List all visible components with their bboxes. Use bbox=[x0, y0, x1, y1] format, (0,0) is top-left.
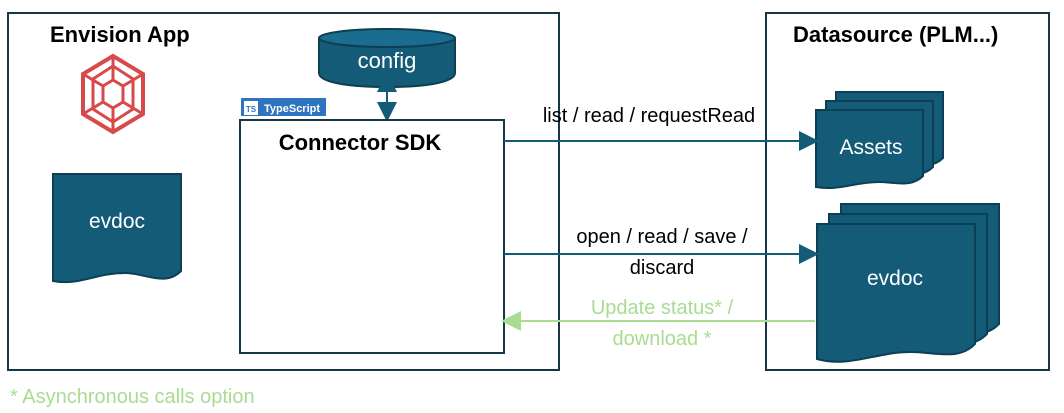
assets-label: Assets bbox=[839, 136, 902, 159]
local-evdoc-document bbox=[52, 173, 182, 284]
config-label: config bbox=[358, 48, 417, 73]
assets-document-stack: Assets bbox=[815, 91, 944, 189]
evdoc-call-label-line1: open / read / save / bbox=[576, 226, 748, 248]
async-call-label-line2: download * bbox=[613, 328, 712, 350]
typescript-badge: TS TypeScript bbox=[241, 98, 326, 116]
datasource-title: Datasource (PLM...) bbox=[793, 22, 998, 47]
connector-sdk-box bbox=[239, 119, 505, 354]
assets-call-label: list / read / requestRead bbox=[543, 105, 755, 127]
footnote: * Asynchronous calls option bbox=[10, 386, 255, 408]
remote-evdoc-document-stack: evdoc bbox=[816, 203, 1000, 363]
async-call-label-line1: Update status* / bbox=[591, 297, 734, 319]
envision-app-title: Envision App bbox=[50, 22, 190, 47]
config-database: config bbox=[318, 28, 456, 89]
envision-logo-icon bbox=[81, 53, 145, 135]
typescript-badge-icon-text: TS bbox=[246, 105, 257, 114]
connector-sdk-title: Connector SDK bbox=[279, 130, 442, 155]
typescript-badge-text: TypeScript bbox=[264, 103, 320, 115]
remote-evdoc-label: evdoc bbox=[867, 267, 923, 290]
local-evdoc-label: evdoc bbox=[89, 210, 145, 233]
evdoc-call-label-line2: discard bbox=[630, 257, 694, 279]
